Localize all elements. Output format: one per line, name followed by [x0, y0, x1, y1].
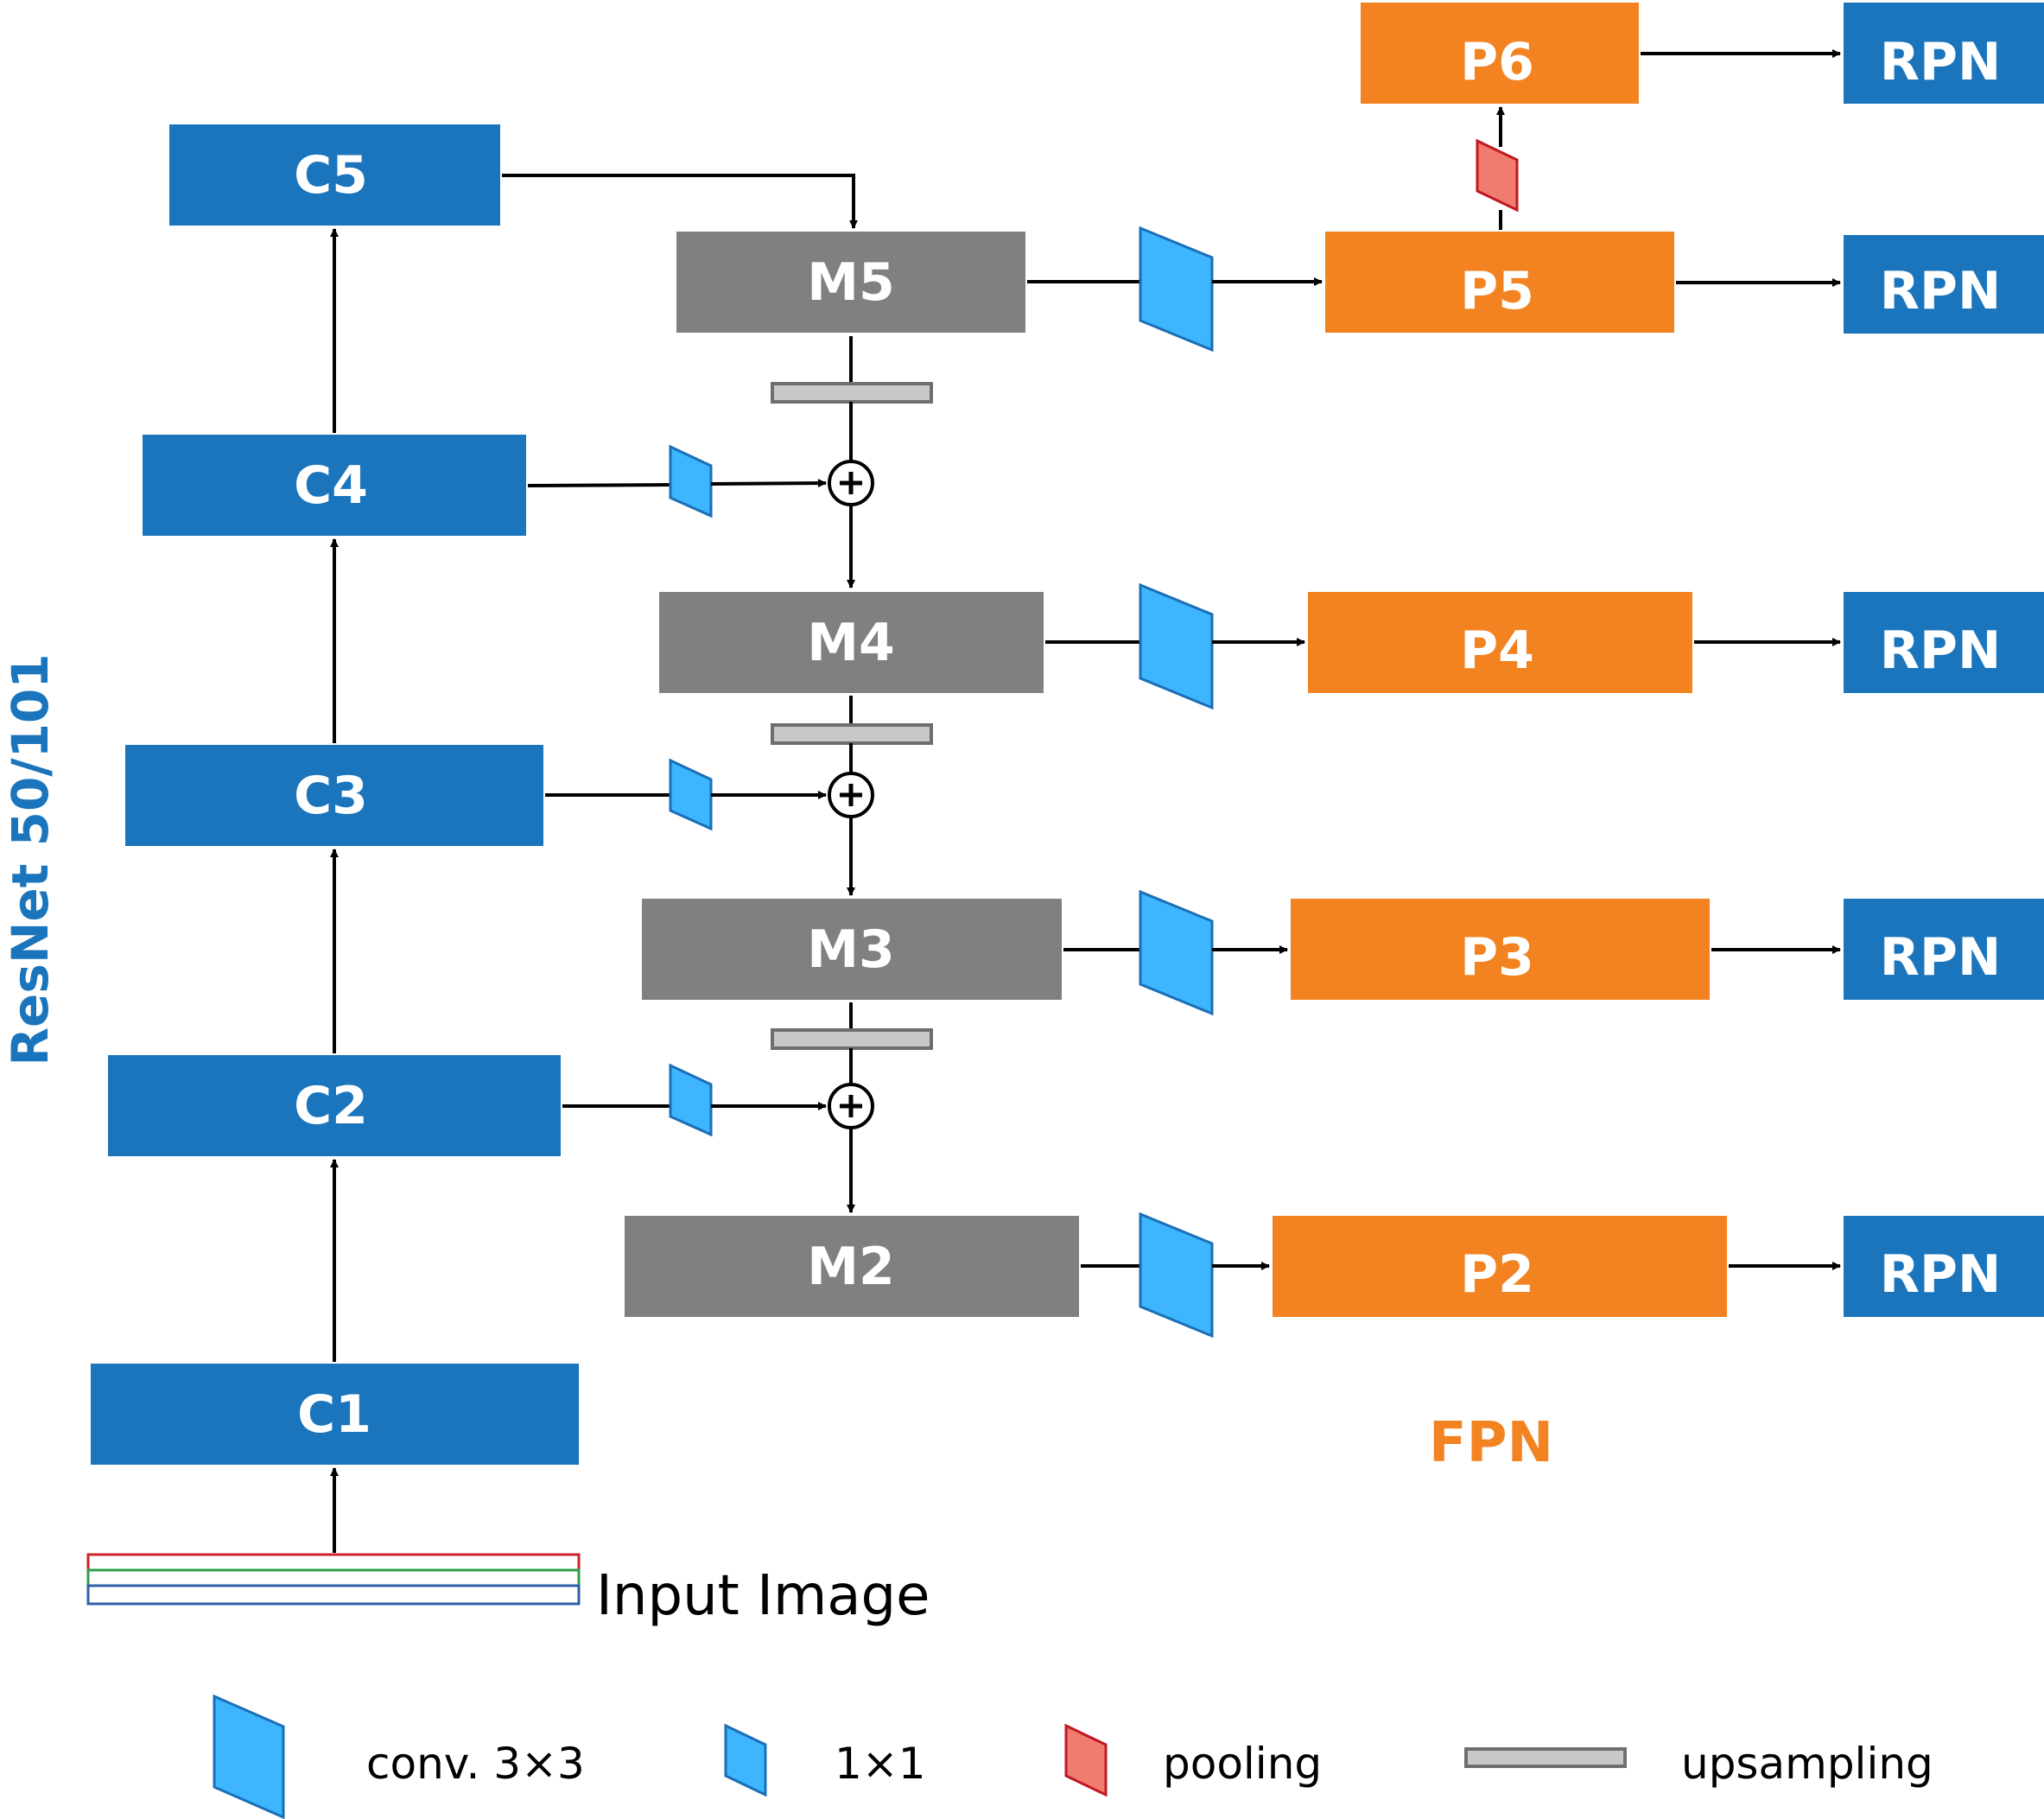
rpn-head-p5: RPN	[1844, 235, 2044, 334]
pyramid-p3-label: P3	[1460, 927, 1534, 988]
pyramid-p4-label: P4	[1460, 620, 1534, 681]
backbone-c4-box	[143, 435, 526, 536]
merge-m3-label: M3	[807, 919, 894, 980]
rpn-head-p6-box	[1844, 3, 2044, 104]
backbone-c1-label: C1	[297, 1384, 371, 1445]
pyramid-p2-box	[1273, 1216, 1727, 1317]
backbone-c5-label: C5	[294, 145, 368, 206]
backbone-c1-box	[91, 1364, 579, 1465]
rpn-head-p6-label: RPN	[1880, 32, 2001, 92]
input-channel-blue	[86, 1584, 581, 1606]
lateral-conv1x1-c4	[669, 444, 713, 518]
pyramid-p5: P5	[1325, 232, 1674, 333]
rpn-head-p4: RPN	[1844, 592, 2044, 693]
rpn-head-p2-box	[1844, 1216, 2044, 1317]
legend-pooling-icon	[1064, 1723, 1108, 1797]
merge-m4-box	[659, 592, 1044, 693]
add-node-4	[828, 460, 874, 506]
backbone-c5: C5	[169, 124, 500, 226]
backbone-title: ResNet 50/101	[1, 653, 60, 1065]
pyramid-p6: P6	[1361, 3, 1639, 104]
merge-m2: M2	[625, 1216, 1079, 1317]
legend-conv3x3-label: conv. 3×3	[366, 1739, 585, 1789]
rpn-head-p5-label: RPN	[1880, 261, 2001, 321]
upsample-m3	[771, 1028, 933, 1050]
rpn-head-p2-label: RPN	[1880, 1244, 2001, 1305]
pyramid-p5-box	[1325, 232, 1674, 333]
backbone-c3: C3	[125, 745, 543, 846]
merge-m3: M3	[642, 899, 1062, 1000]
rpn-head-p6: RPN	[1844, 3, 2044, 104]
backbone-c3-box	[125, 745, 543, 846]
merge-m5: M5	[676, 232, 1025, 333]
upsample-m4	[771, 723, 933, 745]
backbone-c2-label: C2	[294, 1076, 368, 1136]
rpn-head-p4-label: RPN	[1880, 620, 2001, 681]
arrow-c5-to-m5	[502, 174, 858, 229]
lateral-conv1x1-c3	[669, 758, 713, 831]
pyramid-p4-box	[1308, 592, 1692, 693]
merge-m5-label: M5	[807, 252, 894, 313]
pyramid-p6-label: P6	[1460, 32, 1534, 92]
input-image-label: Input Image	[596, 1564, 930, 1628]
backbone-c2: C2	[108, 1055, 561, 1156]
backbone-c5-box	[169, 124, 500, 226]
rpn-head-p5-box	[1844, 235, 2044, 334]
merge-m4-label: M4	[807, 613, 894, 673]
legend-conv3x3-icon	[213, 1694, 285, 1819]
rpn-head-p4-box	[1844, 592, 2044, 693]
legend-pooling-label: pooling	[1163, 1739, 1322, 1789]
add-node-3	[828, 772, 874, 818]
arrow-lateral-c4-to-add	[710, 479, 827, 488]
pyramid-p2-label: P2	[1460, 1244, 1534, 1305]
rpn-head-p2: RPN	[1844, 1216, 2044, 1317]
backbone-c2-box	[108, 1055, 561, 1156]
fpn-title: FPN	[1429, 1411, 1553, 1475]
pyramid-p3: P3	[1291, 899, 1710, 1000]
input-channel-green	[86, 1568, 581, 1587]
merge-m2-box	[625, 1216, 1079, 1317]
input-channel-red	[86, 1553, 581, 1572]
backbone-c3-label: C3	[294, 766, 368, 826]
backbone-c1: C1	[91, 1364, 579, 1465]
pyramid-p3-box	[1291, 899, 1710, 1000]
legend-conv1x1-label: 1×1	[835, 1739, 926, 1789]
pyramid-p6-box	[1361, 3, 1639, 104]
add-node-2	[828, 1083, 874, 1129]
conv3x3-m5	[1139, 226, 1214, 353]
backbone-c4-label: C4	[294, 455, 368, 516]
rpn-head-p3: RPN	[1844, 899, 2044, 1000]
legend: conv. 3×3 1×1 pooling upsampling	[213, 1694, 1933, 1819]
line-c4-lateral	[527, 483, 671, 487]
merge-m3-box	[642, 899, 1062, 1000]
legend-conv1x1-icon	[724, 1723, 767, 1797]
pyramid-p2: P2	[1273, 1216, 1727, 1317]
conv3x3-m4	[1139, 582, 1214, 710]
legend-upsampling-icon	[1464, 1747, 1627, 1768]
rpn-head-p3-label: RPN	[1880, 927, 2001, 988]
backbone-c4: C4	[143, 435, 526, 536]
merge-m2-label: M2	[807, 1237, 894, 1297]
legend-upsampling-label: upsampling	[1681, 1739, 1933, 1789]
merge-m4: M4	[659, 592, 1044, 693]
upsample-m5	[771, 382, 933, 404]
conv3x3-m3	[1139, 889, 1214, 1016]
pyramid-p5-label: P5	[1460, 261, 1534, 321]
pooling-p5-to-p6	[1476, 138, 1519, 213]
lateral-conv1x1-c2	[669, 1063, 713, 1137]
merge-m5-box	[676, 232, 1025, 333]
input-image: Input Image	[86, 1553, 930, 1628]
conv3x3-m2	[1139, 1212, 1214, 1339]
rpn-head-p3-box	[1844, 899, 2044, 1000]
pyramid-p4: P4	[1308, 592, 1692, 693]
